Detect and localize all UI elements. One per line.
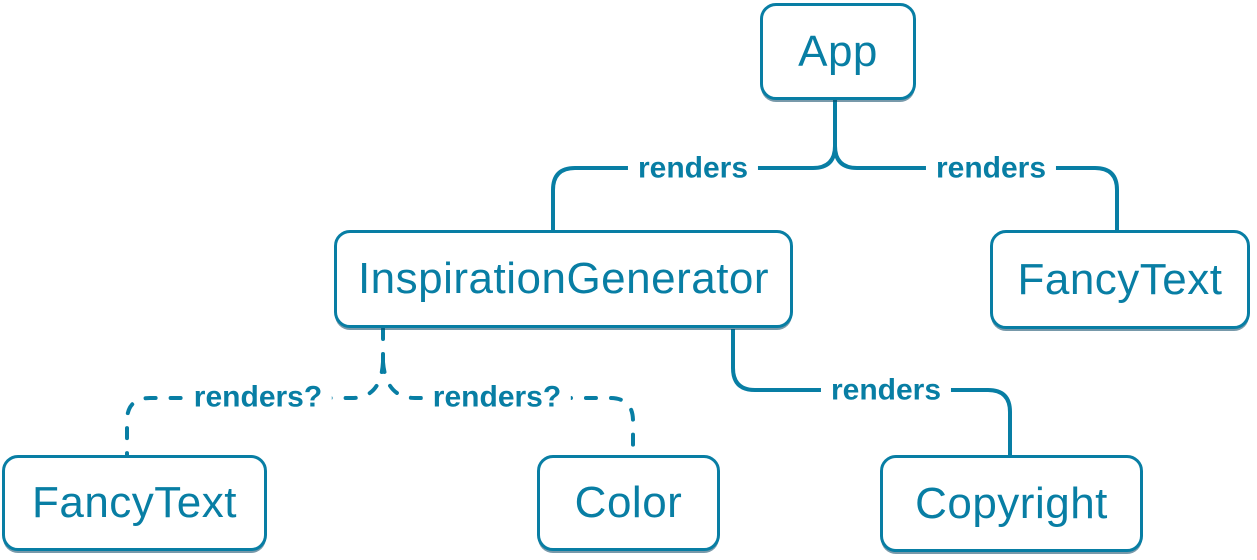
edge-label-renders: renders [925,151,1057,185]
edge-inspiration-generator-to-fancy-text-conditional [125,360,385,459]
edge-inspiration-generator-to-color-conditional [381,360,635,458]
node-fancy-text: FancyText [990,230,1250,329]
node-copyright: Copyright [880,455,1143,552]
node-inspiration-generator: InspirationGenerator [334,230,793,328]
edge-label-renders-conditional: renders? [183,380,333,414]
edge-label-renders: renders [820,373,952,407]
node-label: App [798,26,878,76]
node-label: InspirationGenerator [357,254,770,303]
edge-label-renders: renders [627,151,759,185]
edge-app-to-fancy-text [833,145,1119,231]
node-color: Color [537,455,720,551]
node-label: FancyText [31,478,237,527]
node-app: App [760,3,916,100]
edge-label-renders-conditional: renders? [422,380,572,414]
node-fancy-text: FancyText [2,455,267,551]
node-label: Color [574,478,683,527]
node-label: FancyText [1017,254,1223,304]
node-label: Copyright [915,478,1108,528]
